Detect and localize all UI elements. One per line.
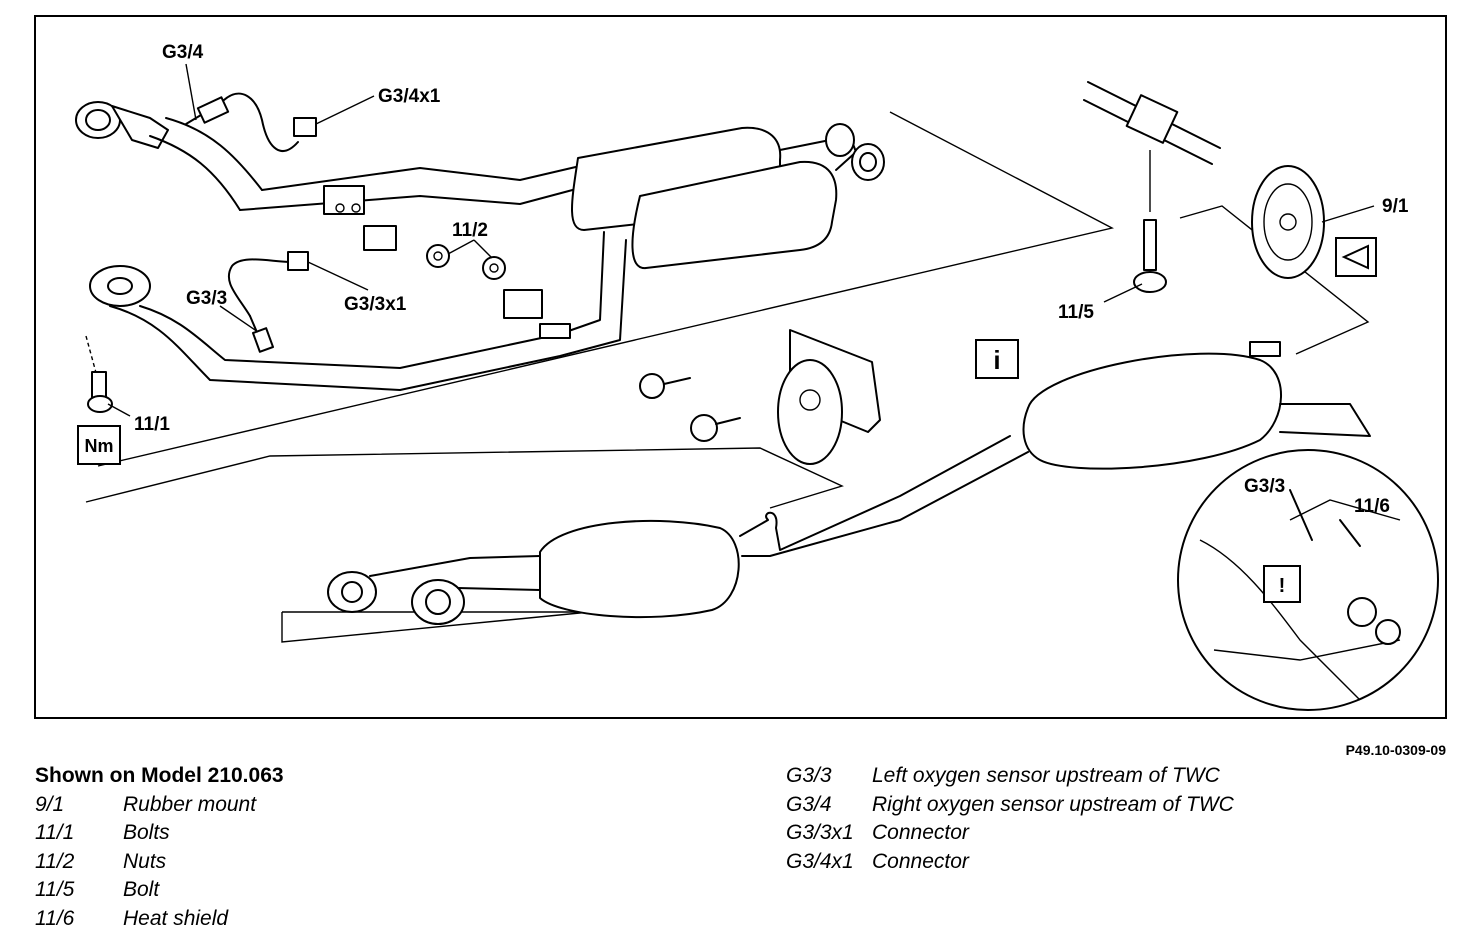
- warning-symbol: !: [1263, 565, 1301, 603]
- callout-11-5: 11/5: [1058, 302, 1094, 323]
- legend-parts: Shown on Model 210.063 9/1 Rubber mount 1…: [35, 762, 635, 933]
- svg-text:Nm: Nm: [84, 436, 113, 456]
- legend-label: Rubber mount: [123, 792, 257, 816]
- legend-label: Heat shield: [123, 906, 229, 930]
- callout-g3-4x1: G3/4x1: [378, 86, 441, 107]
- oxygen-sensor-right: [185, 92, 317, 152]
- legend-item: G3/4 Right oxygen sensor upstream of TWC: [786, 791, 1446, 820]
- legend-label: Bolt: [123, 878, 160, 901]
- svg-text:!: !: [1279, 575, 1286, 597]
- info-symbol: i: [975, 339, 1019, 379]
- legend-title: Shown on Model 210.063: [35, 764, 284, 787]
- catalytic-converters: [571, 123, 885, 270]
- rear-exhaust: [327, 341, 1371, 625]
- legend-item: G3/3 Left oxygen sensor upstream of TWC: [786, 762, 1446, 791]
- legend-code: 9/1: [35, 792, 65, 816]
- legend-code: G3/4x1: [786, 849, 854, 873]
- legend-label: Left oxygen sensor upstream of TWC: [872, 764, 1220, 787]
- bolts-front: [85, 335, 113, 413]
- svg-text:i: i: [993, 345, 1000, 375]
- figure-reference: P49.10-0309-09: [1345, 742, 1446, 758]
- legend-code: 11/6: [35, 906, 75, 930]
- legend-label: Nuts: [123, 849, 167, 873]
- legend-item: G3/4x1 Connector: [786, 848, 1446, 877]
- legend-label: Bolts: [123, 821, 170, 844]
- legend-code: 11/2: [35, 849, 75, 873]
- triangle-symbol: [1335, 237, 1377, 277]
- callout-11-2: 11/2: [452, 220, 488, 241]
- callout-g3-3: G3/3: [186, 288, 227, 309]
- callout-11-1: 11/1: [134, 414, 170, 435]
- guide-upper: [97, 111, 1114, 467]
- front-pipe-right: [75, 101, 581, 215]
- legend-item: 11/1 Bolts: [35, 819, 635, 848]
- torque-symbol: Nm: [77, 425, 121, 465]
- legend-item: 11/5 Bolt: [35, 876, 635, 905]
- callout-g3-4: G3/4: [162, 42, 204, 63]
- legend-item: 9/1 Rubber mount: [35, 791, 635, 820]
- oxygen-sensor-left: [227, 251, 309, 353]
- legend-label: Right oxygen sensor upstream of TWC: [872, 792, 1234, 816]
- legend-label: Connector: [872, 821, 969, 844]
- legend-label: Connector: [872, 849, 969, 873]
- detail-inset: [1177, 449, 1439, 711]
- callout-9-1: 9/1: [1382, 196, 1409, 217]
- legend-code: 11/5: [35, 878, 75, 901]
- legend-code: G3/3x1: [786, 821, 854, 844]
- diagram-frame: [34, 15, 1447, 719]
- leader-lines: [107, 63, 1375, 417]
- legend-item: 11/2 Nuts: [35, 848, 635, 877]
- exhaust-system-diagram: G3/4 G3/4x1 G3/3 G3/3x1 11/2 11/1 11/5 9…: [34, 15, 1447, 719]
- callout-g3-3x1: G3/3x1: [344, 294, 407, 315]
- hanger-assembly: [1083, 81, 1325, 293]
- callout-11-6: 11/6: [1354, 496, 1390, 517]
- legend-item: 11/6 Heat shield: [35, 905, 635, 934]
- legend-sensors: G3/3 Left oxygen sensor upstream of TWC G…: [786, 762, 1446, 876]
- hardware-nuts: [363, 225, 543, 319]
- legend-code: 11/1: [35, 821, 75, 844]
- legend-item: G3/3x1 Connector: [786, 819, 1446, 848]
- center-mount: [639, 329, 881, 465]
- guide-lower: [85, 447, 844, 509]
- legend-code: G3/4: [786, 792, 832, 816]
- callout-inset-g3-3: G3/3: [1244, 476, 1285, 497]
- legend-code: G3/3: [786, 764, 832, 787]
- front-pipe-left: [89, 231, 627, 391]
